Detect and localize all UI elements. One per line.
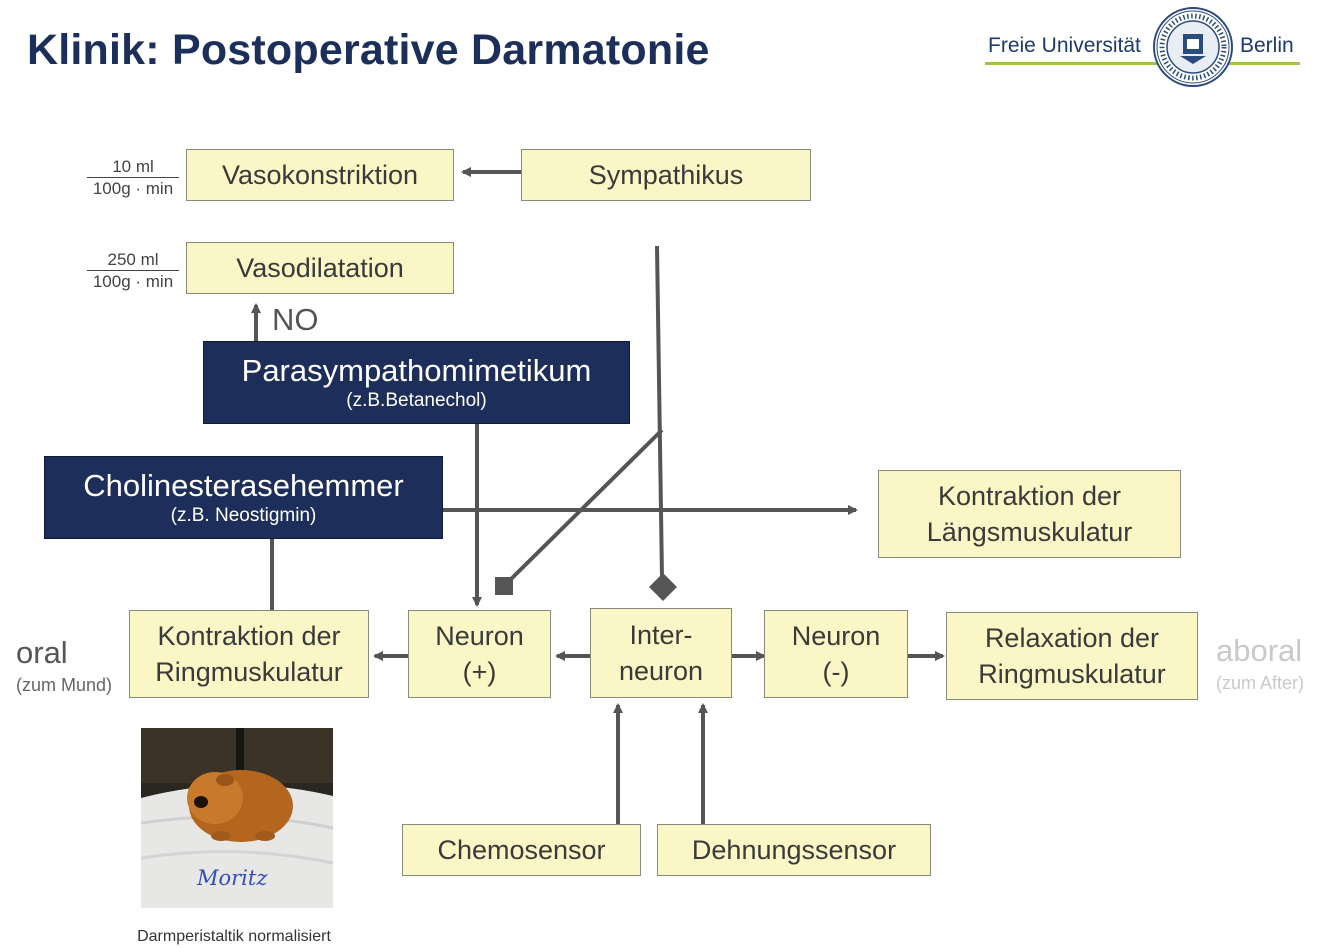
box-dehnungssensor: Dehnungssensor: [657, 824, 931, 876]
university-logo: Freie Universität Berlin: [985, 6, 1300, 88]
aboral-label: aboral: [1216, 633, 1303, 668]
box-neuron-minus: Neuron (-): [764, 610, 908, 698]
line-sympathikus-to-neuron-plus: [506, 428, 664, 584]
box-chemosensor: Chemosensor: [402, 824, 641, 876]
box-kontraktion-ringmuskulatur: Kontraktion der Ringmuskulatur: [129, 610, 369, 698]
box-parasympathomimetikum: Parasympathomimetikum (z.B.Betanechol): [203, 341, 630, 424]
guinea-pig-photo: Moritz: [141, 728, 333, 908]
line-sympathikus-to-interneuron: [655, 245, 664, 579]
box-neuron-plus: Neuron (+): [408, 610, 551, 698]
photo-signature: Moritz: [197, 866, 268, 890]
oral-label: oral: [16, 635, 68, 670]
box-vasodilatation: Vasodilatation: [186, 242, 454, 294]
box-cholinesterasehemmer: Cholinesterasehemmer (z.B. Neostigmin): [44, 456, 443, 539]
logo-text-right: Berlin: [1240, 34, 1294, 57]
box-kontraktion-laengsmuskulatur: Kontraktion der Längsmuskulatur: [878, 470, 1181, 558]
inhibition-square-marker: [495, 577, 513, 595]
box-sympathikus: Sympathikus: [521, 149, 811, 201]
flow-rate-dilatation: 250 ml 100g · min: [87, 249, 179, 293]
logo-accent-bar: [985, 62, 1300, 65]
box-vasokonstriktion: Vasokonstriktion: [186, 149, 454, 201]
box-interneuron: Inter- neuron: [590, 608, 732, 698]
university-seal-icon: [1153, 7, 1233, 87]
modulation-diamond-marker: [649, 573, 677, 601]
no-label: NO: [272, 302, 319, 337]
aboral-sublabel: (zum After): [1216, 673, 1305, 693]
logo-text-left: Freie Universität: [988, 34, 1141, 57]
box-relaxation-ringmuskulatur: Relaxation der Ringmuskulatur: [946, 612, 1198, 700]
photo-caption: Darmperistaltik normalisiert: [137, 928, 331, 945]
flow-rate-constriction: 10 ml 100g · min: [87, 156, 179, 200]
page-title: Klinik: Postoperative Darmatonie: [27, 26, 710, 74]
oral-sublabel: (zum Mund): [16, 675, 113, 695]
